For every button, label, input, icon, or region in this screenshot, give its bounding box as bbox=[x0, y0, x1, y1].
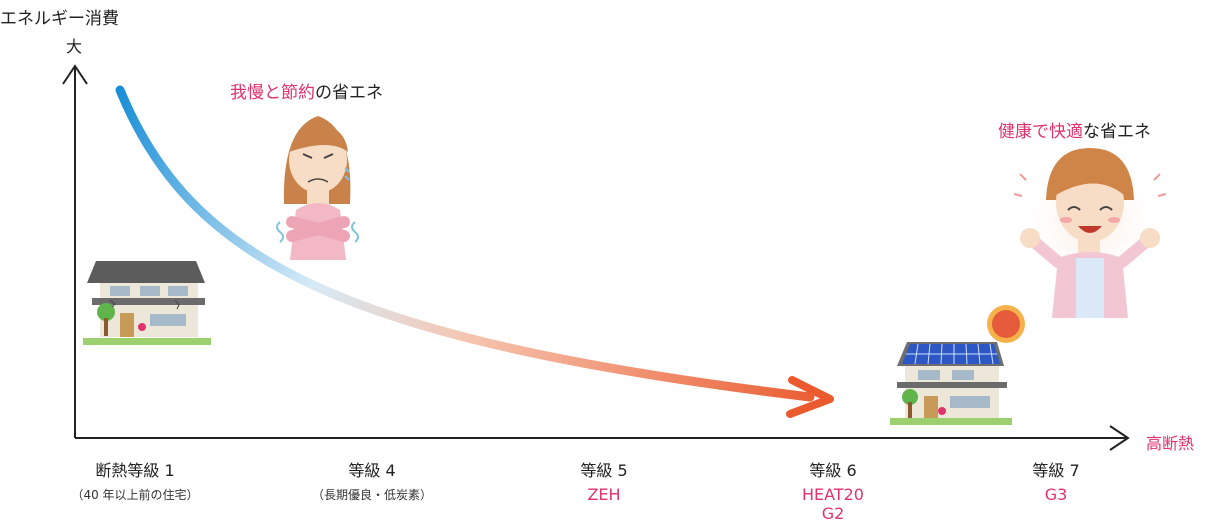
grade-7-detail: G3 bbox=[1044, 485, 1068, 504]
grade-5-label: 等級 5 ZEH bbox=[494, 457, 714, 504]
caption-right-highlight-2: 快適 bbox=[1049, 122, 1083, 142]
grade-6-label: 等級 6 HEAT20 G2 bbox=[723, 457, 943, 523]
old-house-illustration bbox=[83, 261, 211, 345]
caption-right-suffix: な省エネ bbox=[1083, 122, 1151, 142]
grade-5-detail: ZEH bbox=[587, 485, 621, 504]
happy-woman-illustration bbox=[1013, 148, 1167, 318]
grade-1-name: 断熱等級 1 bbox=[95, 461, 175, 480]
caption-left-highlight-1: 我慢 bbox=[230, 83, 264, 103]
x-axis bbox=[75, 425, 1130, 451]
caption-left-suffix: の省エネ bbox=[315, 83, 383, 103]
grade-1-label: 断熱等級 1 （40 年以上前の住宅） bbox=[25, 457, 245, 503]
caption-right-highlight-1: 健康 bbox=[998, 122, 1032, 142]
caption-left-connector: と bbox=[264, 83, 281, 103]
grade-4-name: 等級 4 bbox=[348, 461, 396, 480]
grade-4-detail: （長期優良・低炭素） bbox=[311, 488, 432, 502]
y-axis bbox=[62, 64, 88, 438]
cold-woman-illustration bbox=[276, 116, 359, 260]
grade-7-label: 等級 7 G3 bbox=[946, 457, 1166, 504]
caption-health-comfort: 健康で快適な省エネ bbox=[998, 117, 1151, 142]
grade-4-label: 等級 4 （長期優良・低炭素） bbox=[262, 457, 482, 503]
grade-6-detail: HEAT20 G2 bbox=[802, 485, 864, 523]
grade-6-name: 等級 6 bbox=[809, 461, 857, 480]
grade-5-name: 等級 5 bbox=[580, 461, 628, 480]
sun-illustration bbox=[987, 305, 1025, 343]
y-axis-label: エネルギー消費 bbox=[0, 9, 119, 29]
energy-curve bbox=[115, 85, 834, 418]
curve-arrowhead bbox=[786, 376, 834, 418]
caption-left-highlight-2: 節約 bbox=[281, 83, 315, 103]
caption-endurance-saving: 我慢と節約の省エネ bbox=[230, 78, 383, 103]
caption-right-connector: で bbox=[1032, 122, 1049, 142]
solar-house-illustration bbox=[890, 342, 1012, 425]
grade-7-name: 等級 7 bbox=[1032, 461, 1080, 480]
grade-1-detail: （40 年以上前の住宅） bbox=[71, 488, 199, 502]
x-axis-label: 高断熱 bbox=[1146, 434, 1195, 453]
y-axis-max-label: 大 bbox=[66, 37, 83, 56]
